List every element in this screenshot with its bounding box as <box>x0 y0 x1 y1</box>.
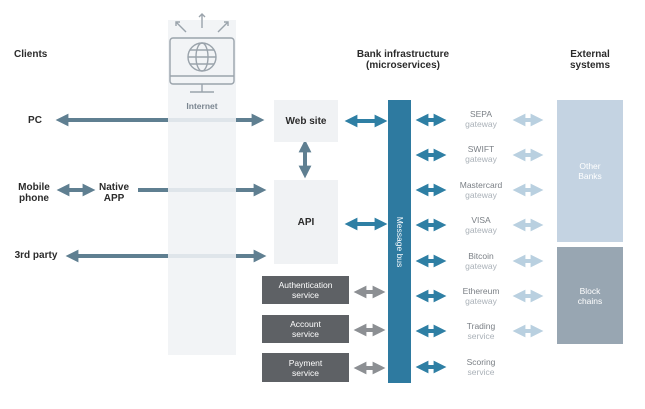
native-line1: Native <box>98 182 129 193</box>
payment-line1: Payment <box>288 357 323 368</box>
client-mobile-phone: Mobile phone <box>10 182 58 204</box>
blockchains-box: Block chains <box>557 247 623 344</box>
bank-infrastructure-header: Bank infrastructure (microservices) <box>338 49 468 71</box>
gateway-sub: gateway <box>465 119 497 129</box>
account-line1: Account <box>290 319 321 329</box>
globe-monitor-icon <box>169 37 235 93</box>
blockchains-line2: chains <box>577 295 603 306</box>
gateway-sub: gateway <box>465 190 497 200</box>
gateway-sub: gateway <box>465 225 497 235</box>
bank-header-line1: Bank infrastructure <box>356 49 450 60</box>
gateway-sub: service <box>467 367 495 377</box>
account-line2: service <box>292 329 319 339</box>
gateway-mastercard: Mastercard gateway <box>446 180 516 200</box>
service-trading: Trading service <box>446 321 516 341</box>
gateway-sub: gateway <box>465 261 497 271</box>
gateway-name: Scoring <box>466 357 496 367</box>
other-banks-line2: Banks <box>578 171 602 181</box>
blockchains-line1: Block <box>579 285 601 296</box>
mobile-line2: phone <box>19 193 49 204</box>
gateway-name: Trading <box>466 321 496 331</box>
other-banks-box: Other Banks <box>557 100 623 242</box>
gateway-ethereum: Ethereum gateway <box>446 286 516 306</box>
gateway-sepa: SEPA gateway <box>446 109 516 129</box>
gateway-name: Mastercard <box>459 180 503 190</box>
clients-header: Clients <box>14 49 48 60</box>
gateway-bitcoin: Bitcoin gateway <box>446 251 516 271</box>
gateway-sub: gateway <box>465 154 497 164</box>
gateway-visa: VISA gateway <box>446 215 516 235</box>
gateway-swift: SWIFT gateway <box>446 144 516 164</box>
gateway-name: Ethereum <box>462 286 500 296</box>
account-service-box: Account service <box>262 315 349 343</box>
bank-header-line2: (microservices) <box>366 60 440 71</box>
auth-line1: Authentication <box>278 280 333 290</box>
website-box: Web site <box>274 100 338 142</box>
client-native-app: Native APP <box>92 182 136 204</box>
payment-line2: service <box>292 367 319 378</box>
mobile-line1: Mobile <box>18 182 50 193</box>
payment-service-box: Payment service <box>262 353 349 382</box>
client-pc: PC <box>28 115 42 126</box>
external-systems-header: External systems <box>552 49 628 71</box>
external-header-line2: systems <box>569 60 611 71</box>
external-header-line1: External <box>570 49 610 60</box>
gateway-sub: gateway <box>465 296 497 306</box>
auth-line2: service <box>292 290 319 300</box>
gateway-name: VISA <box>471 215 491 225</box>
api-box: API <box>274 180 338 264</box>
native-line2: APP <box>103 193 125 204</box>
service-scoring: Scoring service <box>446 357 516 377</box>
internet-label: Internet <box>186 101 218 111</box>
message-bus: Message bus <box>388 100 411 383</box>
internet-signal-arrows <box>175 13 229 33</box>
gateway-name: Bitcoin <box>468 251 494 261</box>
gateway-name: SWIFT <box>467 144 495 154</box>
gateway-sub: service <box>467 331 495 341</box>
client-third-party: 3rd party <box>14 250 58 261</box>
authentication-service-box: Authentication service <box>262 276 349 304</box>
gateway-name: SEPA <box>469 109 493 119</box>
other-banks-line1: Other <box>579 161 601 171</box>
message-bus-label: Message bus <box>394 216 405 267</box>
